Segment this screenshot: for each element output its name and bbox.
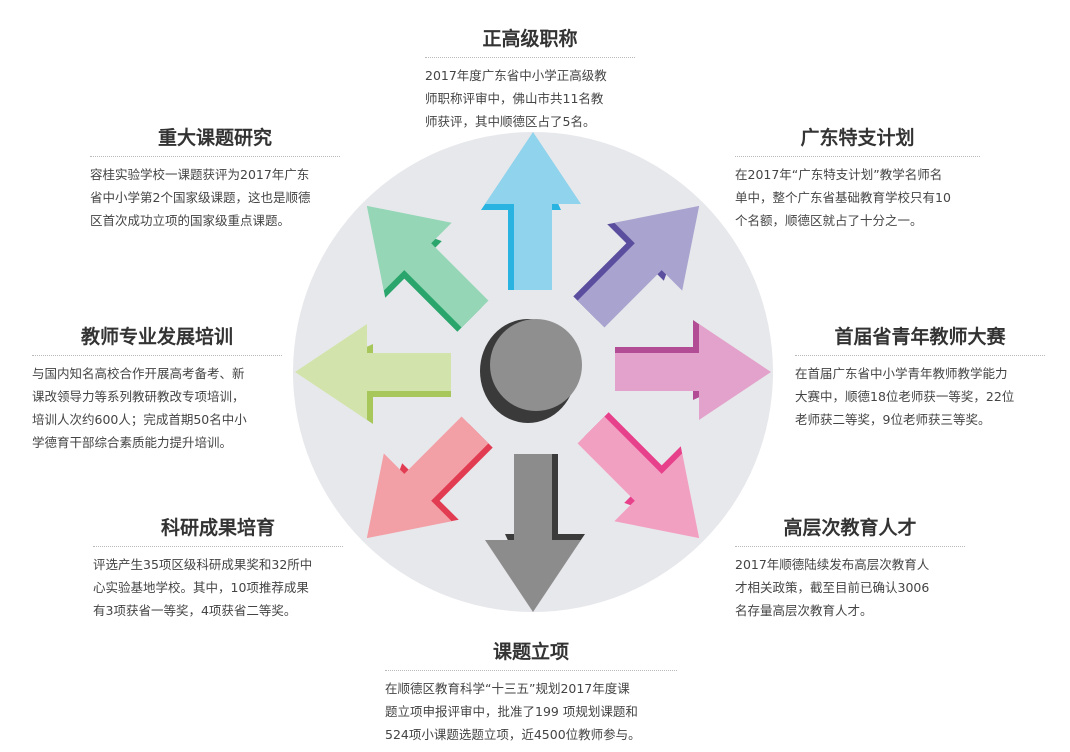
arrow-w-body (295, 324, 451, 420)
block-lower-left-line: 评选产生35项区级科研成果奖和32所中 (93, 557, 313, 572)
block-upper-left-rule (90, 156, 340, 157)
block-lower-right-text: 2017年顺德陆续发布高层次教育人 才相关政策，截至目前已确认3006 名存量高… (735, 553, 965, 622)
block-bottom: 课题立项 在顺德区教育科学“十三五”规划2017年度课 题立项申报评审中，批准了… (385, 637, 677, 746)
arrow-sw (366, 416, 493, 539)
block-mid-left-rule (32, 355, 282, 356)
block-lower-left: 科研成果培育 评选产生35项区级科研成果奖和32所中 心实验基地学校。其中，10… (93, 513, 343, 622)
block-bottom-line: 题立项申报评审中，批准了199 项规划课题和 (385, 704, 638, 719)
block-mid-left-title: 教师专业发展培训 (80, 326, 233, 348)
block-top-rule (425, 57, 635, 58)
block-mid-left-line: 与国内知名高校合作开展高考备考、新 (32, 366, 245, 381)
arrow-n-body (485, 132, 581, 290)
block-mid-right: 首届省青年教师大赛 在首届广东省中小学青年教师教学能力 大赛中，顺德18位老师获… (795, 322, 1045, 431)
arrow-e-body (615, 324, 771, 420)
block-top-title: 正高级职称 (482, 28, 578, 50)
arrow-e (615, 320, 771, 420)
arrow-sw-body (366, 416, 489, 539)
block-bottom-text: 在顺德区教育科学“十三五”规划2017年度课 题立项申报评审中，批准了199 项… (385, 677, 677, 746)
arrow-ne (573, 205, 700, 328)
center-hub (490, 319, 582, 411)
block-lower-left-text: 评选产生35项区级科研成果奖和32所中 心实验基地学校。其中，10项推荐成果 有… (93, 553, 343, 622)
arrow-se-body (577, 416, 700, 539)
block-lower-left-title: 科研成果培育 (160, 517, 275, 539)
block-lower-right-line: 2017年顺德陆续发布高层次教育人 (735, 557, 930, 572)
arrow-s (485, 454, 585, 612)
block-top-text: 2017年度广东省中小学正高级教 师职称评审中，佛山市共11名教 师获评，其中顺… (425, 64, 635, 133)
block-bottom-line: 在顺德区教育科学“十三五”规划2017年度课 (385, 681, 630, 696)
block-upper-right-line: 在2017年“广东特支计划”教学名师名 (735, 167, 943, 182)
block-lower-right-title: 高层次教育人才 (783, 517, 917, 539)
arrow-w (295, 324, 451, 424)
block-lower-right-line: 才相关政策，截至目前已确认3006 (735, 580, 930, 595)
block-mid-left-text: 与国内知名高校合作开展高考备考、新 课改领导力等系列教研教改专项培训， 培训人次… (32, 362, 282, 454)
arrow-nw (366, 205, 489, 332)
arrow-n (481, 132, 581, 290)
block-mid-left-line: 学德育干部综合素质能力提升培训。 (32, 435, 233, 450)
block-mid-left: 教师专业发展培训 与国内知名高校合作开展高考备考、新 课改领导力等系列教研教改专… (32, 322, 282, 454)
block-lower-left-line: 心实验基地学校。其中，10项推荐成果 (93, 580, 309, 595)
block-bottom-title: 课题立项 (492, 641, 569, 663)
block-top-line: 师职称评审中，佛山市共11名教 (425, 91, 604, 106)
block-upper-right-title: 广东特支计划 (800, 127, 915, 149)
block-lower-right-rule (735, 546, 965, 547)
block-mid-right-title: 首届省青年教师大赛 (834, 326, 1006, 348)
block-top-line: 师获评，其中顺德区占了5名。 (425, 114, 596, 129)
block-top: 正高级职称 2017年度广东省中小学正高级教 师职称评审中，佛山市共11名教 师… (425, 24, 635, 133)
block-lower-right-line: 名存量高层次教育人才。 (735, 603, 873, 618)
block-upper-right-line: 单中，整个广东省基础教育学校只有10 (735, 190, 951, 205)
block-mid-right-line: 老师获二等奖，9位老师获三等奖。 (795, 412, 991, 427)
arrow-group (295, 132, 771, 612)
block-mid-right-line: 在首届广东省中小学青年教师教学能力 (795, 366, 1008, 381)
block-upper-right-line: 个名额，顺德区就占了十分之一。 (735, 213, 923, 228)
block-upper-left: 重大课题研究 容桂实验学校一课题获评为2017年广东 省中小学第2个国家级课题，… (90, 123, 340, 232)
block-upper-left-line: 省中小学第2个国家级课题，这也是顺德 (90, 190, 311, 205)
block-upper-right-text: 在2017年“广东特支计划”教学名师名 单中，整个广东省基础教育学校只有10 个… (735, 163, 980, 232)
block-mid-right-line: 大赛中，顺德18位老师获一等奖，22位 (795, 389, 1015, 404)
block-upper-right: 广东特支计划 在2017年“广东特支计划”教学名师名 单中，整个广东省基础教育学… (735, 123, 980, 232)
block-top-line: 2017年度广东省中小学正高级教 (425, 68, 607, 83)
arrow-ne-body (577, 205, 700, 328)
block-mid-left-line: 培训人次约600人；完成首期50名中小 (32, 412, 247, 427)
block-upper-left-line: 容桂实验学校一课题获评为2017年广东 (90, 167, 310, 182)
block-mid-left-line: 课改领导力等系列教研教改专项培训， (32, 389, 245, 404)
block-upper-right-rule (735, 156, 980, 157)
block-mid-right-rule (795, 355, 1045, 356)
block-upper-left-text: 容桂实验学校一课题获评为2017年广东 省中小学第2个国家级课题，这也是顺德 区… (90, 163, 340, 232)
block-upper-left-title: 重大课题研究 (157, 127, 272, 149)
block-lower-left-rule (93, 546, 343, 547)
block-lower-right: 高层次教育人才 2017年顺德陆续发布高层次教育人 才相关政策，截至目前已确认3… (735, 513, 965, 622)
block-bottom-line: 524项小课题选题立项，近4500位教师参与。 (385, 727, 641, 742)
arrow-se (577, 412, 700, 539)
block-lower-left-line: 有3项获省一等奖，4项获省二等奖。 (93, 603, 297, 618)
arrow-nw-body (366, 205, 489, 328)
block-mid-right-text: 在首届广东省中小学青年教师教学能力 大赛中，顺德18位老师获一等奖，22位 老师… (795, 362, 1045, 431)
block-upper-left-line: 区首次成功立项的国家级重点课题。 (90, 213, 291, 228)
block-bottom-rule (385, 670, 677, 671)
arrow-s-body (485, 454, 581, 612)
